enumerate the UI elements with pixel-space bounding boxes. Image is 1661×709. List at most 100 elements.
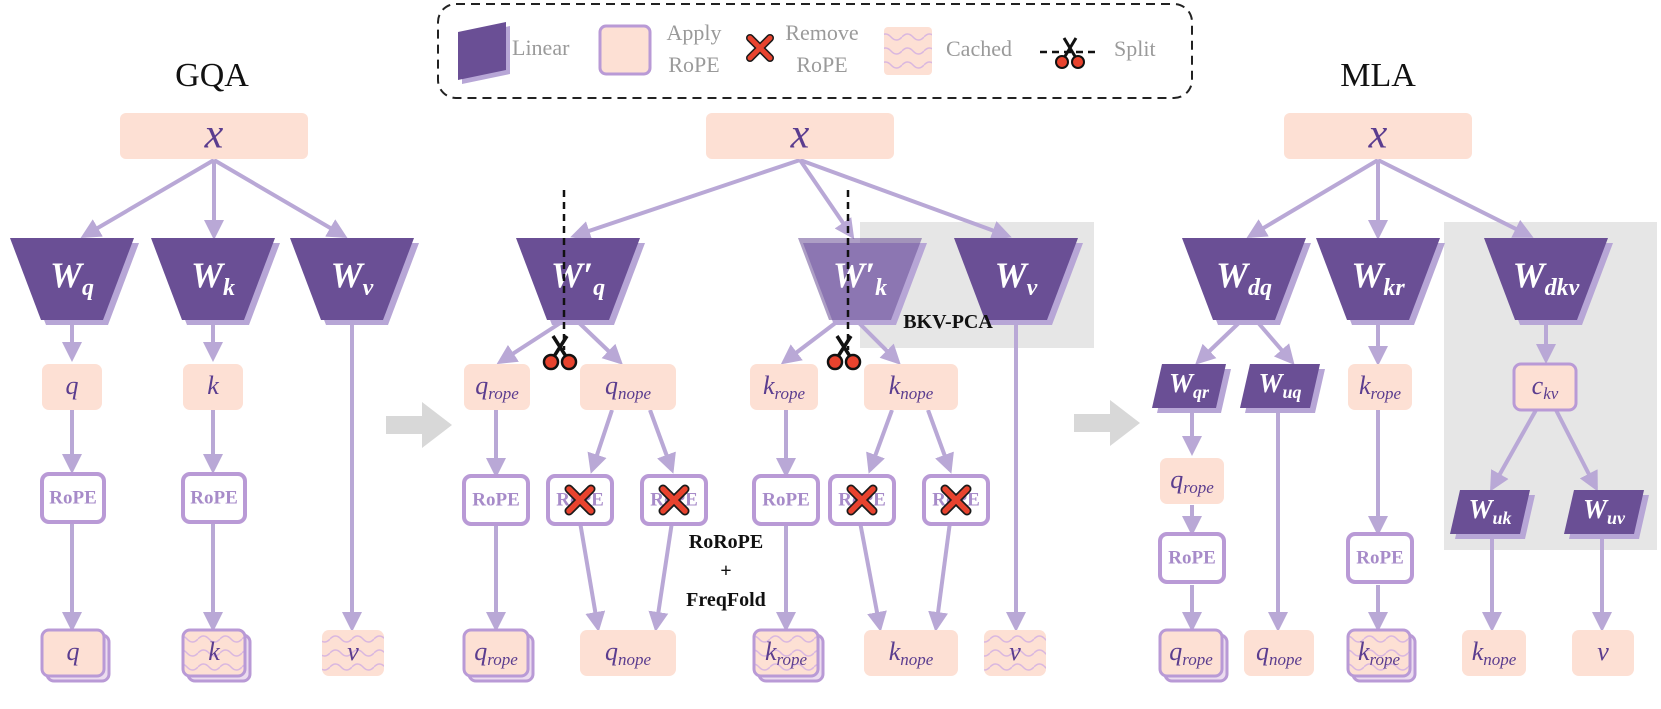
mid-k-nope-remove-1: RoPE xyxy=(828,474,896,526)
mla-k-nope-out: knope xyxy=(1462,630,1526,676)
cached-legend-icon xyxy=(884,27,932,75)
mla-q-nope-out: qnope xyxy=(1244,630,1314,676)
gqa-k-rope: RoPE xyxy=(181,472,247,524)
gqa-to-mid-arrow xyxy=(386,402,452,448)
mid-to-mla-arrow xyxy=(1074,400,1140,446)
svg-text:qrope: qrope xyxy=(474,637,518,669)
svg-text:q: q xyxy=(66,371,79,400)
svg-text:Wq: Wq xyxy=(50,255,94,300)
mid-q-nope-remove-2: RoPE xyxy=(640,474,708,526)
split-legend-icon xyxy=(1040,37,1100,69)
svg-text:knope: knope xyxy=(889,637,934,669)
mid-q-nope-remove-1: RoPE xyxy=(546,474,614,526)
svg-text:Wuv: Wuv xyxy=(1583,494,1626,528)
legend-remove-label-2: RoPE xyxy=(796,52,847,77)
mid-q-nope: qnope xyxy=(580,364,676,410)
svg-text:Wk: Wk xyxy=(191,255,235,300)
svg-text:v: v xyxy=(1597,637,1609,666)
mla-k-rope: krope xyxy=(1348,364,1412,410)
scissors-icon-k xyxy=(826,335,862,371)
mla-wqr: Wqr xyxy=(1152,364,1231,413)
mla-v-out: v xyxy=(1572,630,1634,676)
legend-apply-label-1: Apply xyxy=(667,20,722,45)
svg-text:k: k xyxy=(207,371,219,400)
svg-text:qrope: qrope xyxy=(1169,637,1213,669)
mid-k-nope-remove-2: RoPE xyxy=(922,474,990,526)
mla-k-rope-out: krope xyxy=(1346,628,1417,683)
mid-k-nope: knope xyxy=(864,364,958,410)
mid-k-rope-apply: RoPE xyxy=(752,474,820,526)
svg-text:qnope: qnope xyxy=(605,371,652,403)
svg-text:x: x xyxy=(1368,112,1388,158)
svg-text:krope: krope xyxy=(763,371,806,403)
svg-text:RoPE: RoPE xyxy=(472,489,520,510)
svg-text:x: x xyxy=(204,112,224,158)
mid-wk-prime: W′k xyxy=(798,238,927,325)
apply-rope-legend-icon xyxy=(598,24,652,76)
gqa-q-out: q xyxy=(40,628,111,683)
bkv-pca-label: BKV-PCA xyxy=(903,311,993,333)
mid-q-nope-out: qnope xyxy=(580,630,676,676)
svg-text:krope: krope xyxy=(765,637,808,669)
roro-label-2: + xyxy=(720,560,731,582)
svg-text:v: v xyxy=(347,637,359,666)
svg-text:W′k: W′k xyxy=(833,255,887,300)
mla-title: MLA xyxy=(1340,57,1416,94)
mla-k-rope-apply: RoPE xyxy=(1346,532,1414,584)
mla-wkr: Wkr xyxy=(1316,238,1445,325)
gqa-input-x: x xyxy=(120,112,308,159)
legend-linear-label: Linear xyxy=(512,35,570,60)
svg-text:qnope: qnope xyxy=(1256,637,1303,669)
mla-wdkv: Wdkv xyxy=(1484,238,1613,325)
roro-label-3: FreqFold xyxy=(686,589,766,611)
svg-text:knope: knope xyxy=(1472,637,1517,669)
gqa-q-rope: RoPE xyxy=(40,472,106,524)
svg-text:Wuk: Wuk xyxy=(1468,494,1511,528)
scissors xyxy=(542,335,862,371)
svg-text:Wdq: Wdq xyxy=(1216,255,1272,300)
svg-text:v: v xyxy=(1009,637,1021,666)
gqa-q-box: q xyxy=(42,364,102,410)
svg-text:Wv: Wv xyxy=(331,255,374,300)
mla-q-rope-apply: RoPE xyxy=(1158,532,1226,584)
svg-text:RoPE: RoPE xyxy=(1168,547,1216,568)
mla-ckv: ckv xyxy=(1512,362,1578,412)
mid-input-x: x xyxy=(706,112,894,159)
svg-text:qnope: qnope xyxy=(605,637,652,669)
linear-legend-icon xyxy=(458,22,506,80)
gqa-k-box: k xyxy=(183,364,243,410)
svg-text:Wuq: Wuq xyxy=(1258,368,1301,402)
mla-wuv: Wuv xyxy=(1564,490,1649,539)
scissors-icon-q xyxy=(542,335,578,371)
svg-text:knope: knope xyxy=(889,371,934,403)
svg-text:q: q xyxy=(67,637,80,666)
svg-text:Wdkv: Wdkv xyxy=(1513,255,1580,300)
svg-text:qrope: qrope xyxy=(1170,465,1214,497)
svg-text:RoPE: RoPE xyxy=(762,489,810,510)
gqa-v-out: v xyxy=(322,630,384,676)
svg-text:Wkr: Wkr xyxy=(1351,255,1405,300)
svg-text:W′q: W′q xyxy=(551,255,605,300)
roro-label-1: RoRoPE xyxy=(689,531,763,553)
svg-text:krope: krope xyxy=(1358,637,1401,669)
mid-k-nope-out: knope xyxy=(864,630,958,676)
legend-cached-label: Cached xyxy=(946,36,1012,61)
mid-q-rope-apply: RoPE xyxy=(462,474,530,526)
gqa-k-out: k xyxy=(181,628,252,683)
mla-wuq: Wuq xyxy=(1240,364,1325,413)
svg-text:krope: krope xyxy=(1359,371,1402,403)
mla-q-rope-out: qrope xyxy=(1158,628,1229,683)
svg-text:RoPE: RoPE xyxy=(190,487,238,508)
mla-input-x: x xyxy=(1284,112,1472,159)
mla-wuk: Wuk xyxy=(1450,490,1535,539)
gqa-wk: Wk xyxy=(151,238,280,325)
svg-text:Wv: Wv xyxy=(995,255,1038,300)
svg-text:RoPE: RoPE xyxy=(1356,547,1404,568)
arrows xyxy=(62,158,1612,632)
remove-rope-legend-icon xyxy=(746,34,774,62)
mla-q-rope: qrope xyxy=(1160,458,1224,504)
svg-text:RoPE: RoPE xyxy=(49,487,97,508)
mid-k-rope: krope xyxy=(750,364,818,410)
gqa-wv: Wv xyxy=(290,238,419,325)
legend-split-label: Split xyxy=(1114,36,1156,61)
